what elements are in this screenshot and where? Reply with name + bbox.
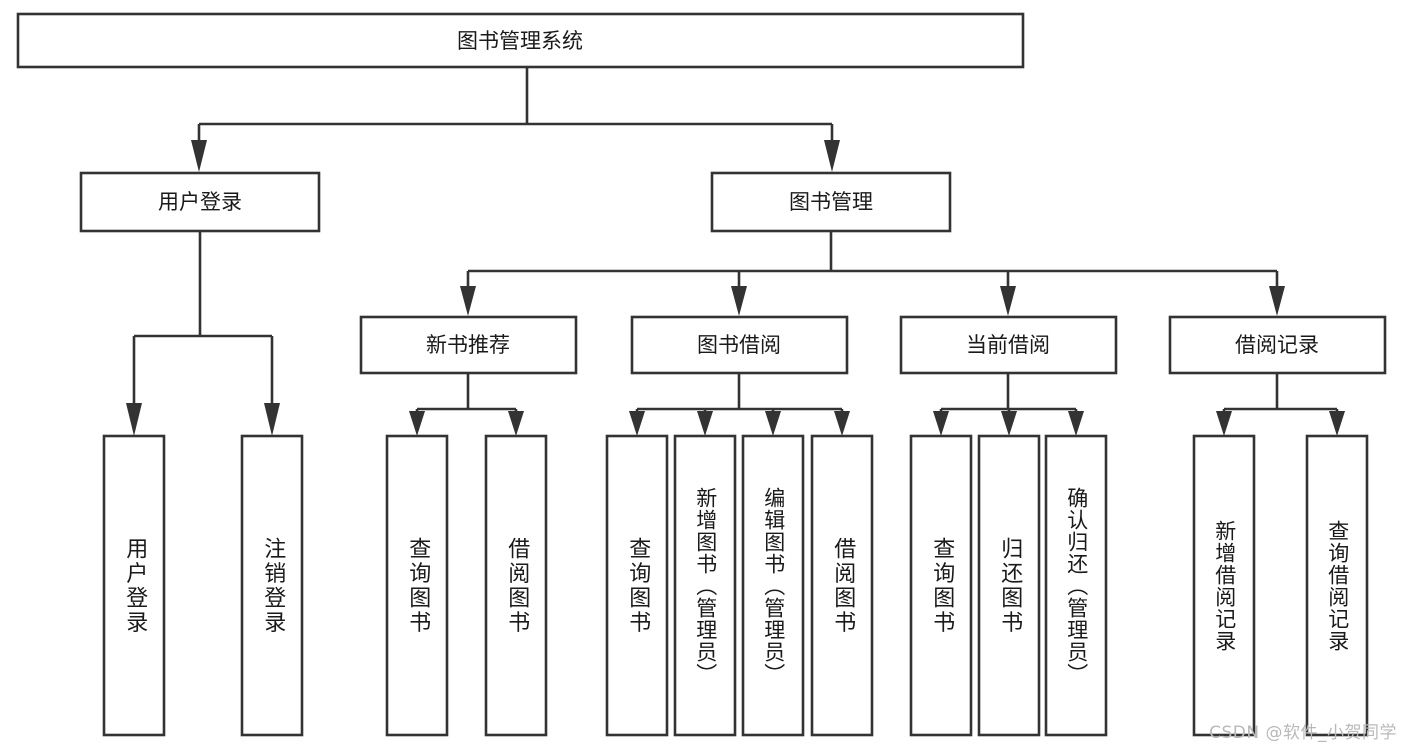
node-book-management[interactable]: 图书管理 <box>710 171 952 233</box>
node-book-management-label: 图书管理 <box>789 190 873 214</box>
node-root-label: 图书管理系统 <box>457 29 583 53</box>
connector-root-to-level2 <box>191 67 840 172</box>
leaf-box-current-borrow-0[interactable] <box>909 434 973 737</box>
arrow-head-icon <box>1000 286 1016 316</box>
node-new-book-recommend[interactable]: 新书推荐 <box>359 315 578 375</box>
leaf-box-book-borrow-1[interactable] <box>673 434 737 737</box>
connector-book-management-to-level3 <box>460 231 1285 316</box>
node-user-login[interactable]: 用户登录 <box>79 171 321 233</box>
leaf-box-book-borrow-3[interactable] <box>810 434 874 737</box>
leaf-box-book-borrow-2[interactable] <box>741 434 805 737</box>
arrow-head-icon <box>697 411 713 436</box>
connector-current-borrow-to-leaves <box>933 373 1084 436</box>
node-borrow-record-label: 借阅记录 <box>1235 333 1319 357</box>
node-user-login-label: 用户登录 <box>158 190 242 214</box>
node-user-login-box[interactable] <box>79 171 321 233</box>
node-root[interactable]: 图书管理系统 <box>16 12 1025 69</box>
leaf-box-new-book-0[interactable] <box>385 434 449 737</box>
node-book-borrow-label: 图书借阅 <box>697 333 781 357</box>
arrow-head-icon <box>1216 411 1232 436</box>
node-new-book-recommend-box[interactable] <box>359 315 578 375</box>
leaf-box-borrow-record-0[interactable] <box>1192 434 1256 737</box>
node-borrow-record[interactable]: 借阅记录 <box>1168 315 1387 375</box>
arrow-head-icon <box>824 140 840 172</box>
connector-new-book-recommend-to-leaves <box>409 373 524 436</box>
arrow-head-icon <box>933 411 949 436</box>
leaf-box-book-borrow-0[interactable] <box>605 434 669 737</box>
arrow-head-icon <box>765 411 781 436</box>
arrow-head-icon <box>409 411 425 436</box>
arrow-head-icon <box>1269 286 1285 316</box>
connector-user-login-to-leaves <box>126 231 280 436</box>
arrow-head-icon <box>460 286 476 316</box>
arrow-head-icon <box>731 286 747 316</box>
node-root-box[interactable] <box>16 12 1025 69</box>
leaf-box-user-login-0[interactable] <box>102 434 166 737</box>
node-current-borrow[interactable]: 当前借阅 <box>899 315 1118 375</box>
leaf-box-borrow-record-1[interactable] <box>1305 434 1369 737</box>
arrow-head-icon <box>191 140 207 172</box>
node-book-borrow[interactable]: 图书借阅 <box>630 315 849 375</box>
arrow-head-icon <box>629 411 645 436</box>
leaf-box-current-borrow-2[interactable] <box>1044 434 1108 737</box>
arrow-head-icon <box>126 403 142 436</box>
leaf-box-current-borrow-1[interactable] <box>977 434 1041 737</box>
arrow-head-icon <box>508 411 524 436</box>
leaf-box-user-login-1[interactable] <box>240 434 304 737</box>
arrow-head-icon <box>1329 411 1345 436</box>
arrow-head-icon <box>1068 411 1084 436</box>
connector-borrow-record-to-leaves <box>1216 373 1345 436</box>
leaf-box-new-book-1[interactable] <box>484 434 548 737</box>
node-current-borrow-box[interactable] <box>899 315 1118 375</box>
arrow-head-icon <box>834 411 850 436</box>
node-current-borrow-label: 当前借阅 <box>966 333 1050 357</box>
node-new-book-recommend-label: 新书推荐 <box>426 333 510 357</box>
arrow-head-icon <box>1001 411 1017 436</box>
arrow-head-icon <box>264 403 280 436</box>
connector-book-borrow-to-leaves <box>629 373 850 436</box>
